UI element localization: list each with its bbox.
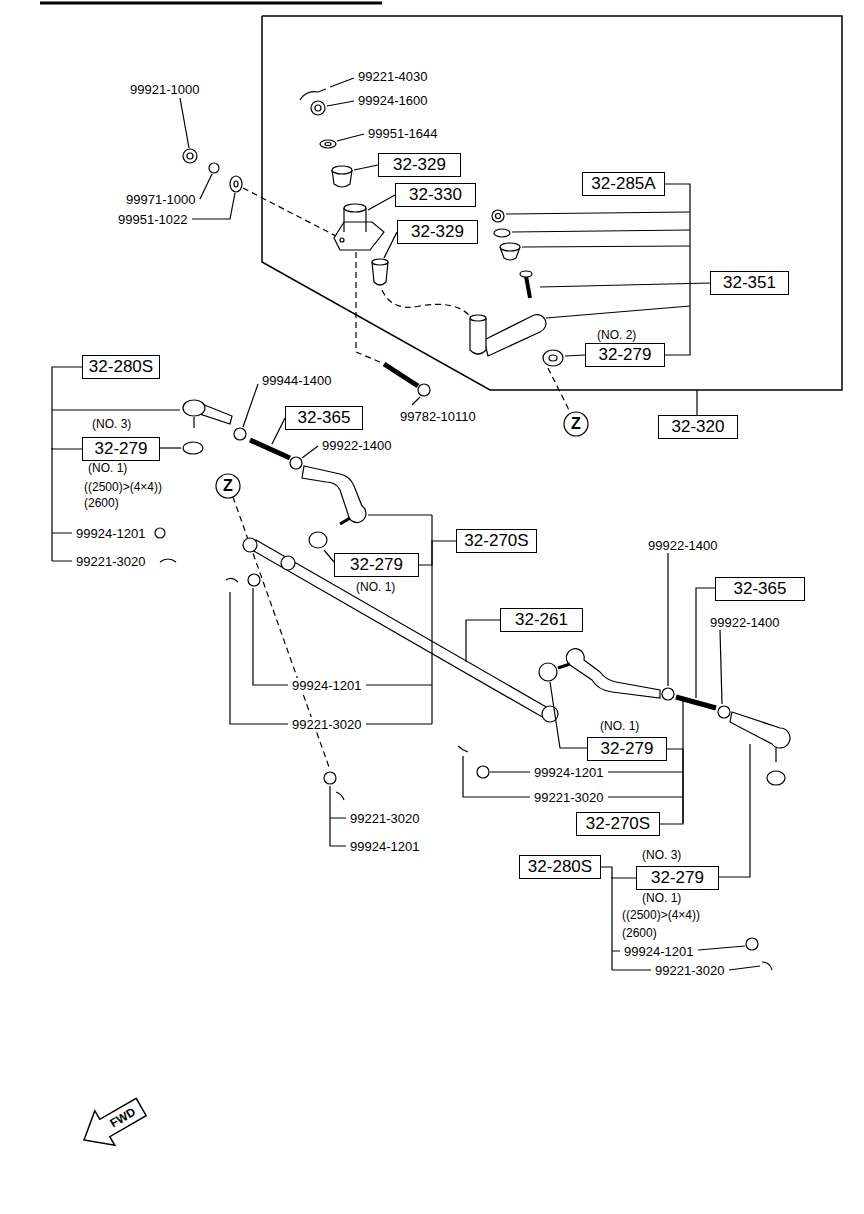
part-number: 99922-1400 [648,538,717,553]
part-number: 32-351 [723,273,776,293]
part-number: 99221-4030 [358,69,427,84]
bracket-connector [665,184,690,355]
part-number: 32-279 [601,739,654,759]
part-number: 99221-3020 [655,963,724,978]
part-number-box: 32-285A [582,172,665,196]
part-number: 99221-3020 [76,554,145,569]
part-number: 32-365 [298,408,351,428]
callout-letter: Z [223,479,233,493]
part-number-box: 32-279 [334,553,419,577]
part-number: 99921-1000 [130,82,199,97]
part-number: 32-285A [591,174,655,194]
note: ((2500)>(4×4)) [622,908,700,922]
part-number: 32-330 [409,185,462,205]
part-number-box: 32-320 [658,415,738,439]
part-number: 99221-3020 [292,717,361,732]
bracket-connector [52,367,82,449]
callout-letter: Z [571,417,581,431]
part-number: 99951-1022 [118,212,187,227]
note: (NO. 1) [600,719,639,733]
bracket-connector [601,867,636,878]
part-number: 32-279 [651,868,704,888]
part-number: 99924-1201 [624,944,693,959]
part-number: 99221-3020 [534,790,603,805]
part-number-box: 32-270S [576,812,660,836]
note: (NO. 2) [597,328,636,342]
part-number: 32-329 [393,155,446,175]
part-number: 32-329 [411,222,464,242]
bracket-connector [419,541,456,565]
part-number-box: 32-261 [500,608,583,632]
part-number-box: 32-279 [82,437,160,461]
part-number: 32-365 [734,579,787,599]
note: ((2500)>(4×4)) [84,480,162,494]
part-number-box: 32-329 [378,153,461,177]
part-number: 99922-1400 [710,615,779,630]
part-number: 99924-1201 [534,765,603,780]
part-number-box: 32-365 [715,577,805,601]
part-number: 99971-1000 [126,192,195,207]
part-number-box: 32-365 [285,406,363,430]
part-number: 99944-1400 [262,373,331,388]
part-number-box: 32-279 [587,737,667,761]
part-number: 32-280S [89,357,153,377]
part-number: 99922-1400 [322,438,391,453]
note: (NO. 3) [642,848,681,862]
part-number-box: 32-279 [636,866,719,890]
part-number: 32-261 [515,610,568,630]
part-number: 99924-1201 [292,678,361,693]
part-number: 32-270S [586,814,650,834]
part-number-box: 32-280S [82,355,160,379]
part-number: 32-279 [599,345,652,365]
part-number: 32-320 [672,417,725,437]
note: (2600) [622,926,657,940]
part-number: 99221-3020 [350,811,419,826]
part-number: 99924-1600 [358,93,427,108]
part-number-box: 32-279 [585,343,665,367]
part-number-box: 32-351 [710,271,789,295]
part-number: 32-279 [350,555,403,575]
note: (NO. 3) [92,417,131,431]
note: (NO. 1) [642,891,681,905]
part-number: 32-279 [95,439,148,459]
part-number: 99951-1644 [368,126,437,141]
note: (NO. 1) [356,580,395,594]
part-number: 99924-1201 [350,839,419,854]
note: (2600) [84,496,119,510]
part-number-box: 32-270S [456,529,537,553]
part-number: 99924-1201 [76,526,145,541]
note: (NO. 1) [88,461,127,475]
part-number-box: 32-330 [395,183,476,207]
part-number-box: 32-280S [519,855,601,879]
part-number: 99782-10110 [400,409,476,424]
part-number: 32-280S [528,857,592,877]
part-number: 32-270S [464,531,528,551]
part-number-box: 32-329 [397,220,478,244]
